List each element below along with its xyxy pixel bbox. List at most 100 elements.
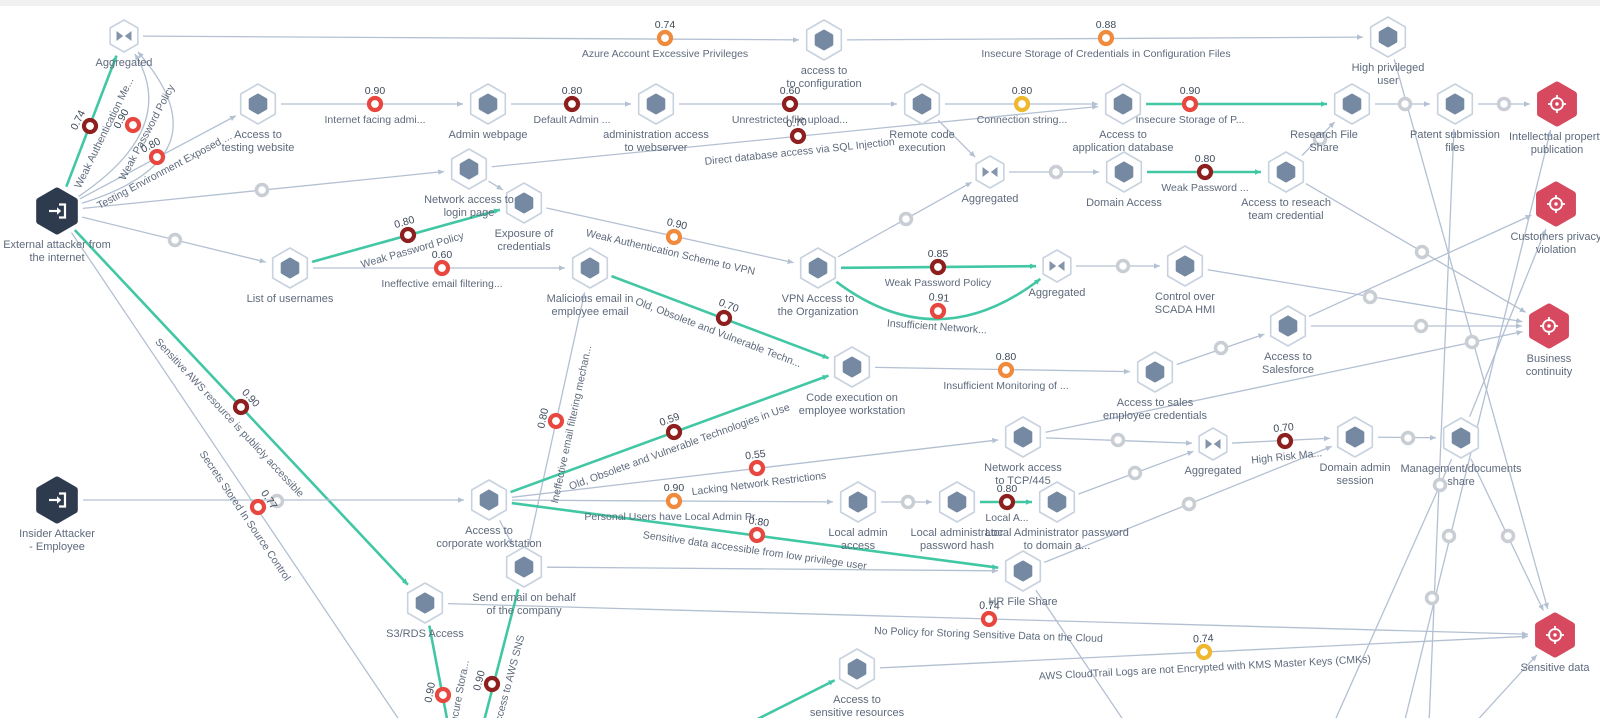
pass-through-dot [1397, 96, 1413, 112]
node-label-line: Customers privacy [1510, 231, 1600, 243]
edge-access-corp-ws-send-email [499, 520, 514, 546]
risk-dot[interactable] [1181, 95, 1199, 113]
risk-dot[interactable] [665, 228, 683, 246]
inner-hexagon [847, 658, 867, 680]
node-patent-files[interactable] [1436, 83, 1474, 125]
risk-dot[interactable] [656, 29, 674, 47]
node-label-line: Access to [465, 525, 513, 537]
inner-hexagon [1378, 26, 1398, 48]
risk-dot[interactable] [1013, 95, 1031, 113]
node-research-share[interactable] [1333, 83, 1371, 125]
node-label-insider: Insider Attacker- Employee [19, 528, 95, 553]
risk-dot[interactable] [980, 610, 998, 628]
node-label-line: Local admin [828, 527, 887, 539]
risk-dot[interactable] [366, 95, 384, 113]
risk-dot[interactable] [1097, 29, 1115, 47]
node-ext-attacker[interactable] [36, 187, 78, 235]
risk-dot[interactable] [665, 423, 683, 441]
risk-score: 0.55 [745, 448, 767, 462]
pass-through-dot [1496, 96, 1512, 112]
node-label-agg4: Aggregated [1185, 465, 1242, 477]
risk-dot[interactable] [715, 309, 733, 327]
risk-dot[interactable] [434, 686, 452, 704]
risk-dot[interactable] [789, 127, 807, 145]
edge-net-tcp445-business-continuity [1045, 330, 1523, 433]
node-vpn-access[interactable] [799, 247, 837, 289]
risk-score: 0.91 [928, 291, 949, 304]
node-sensitive-data[interactable] [1535, 612, 1575, 658]
node-control-scada[interactable] [1166, 245, 1204, 287]
node-label-line: login page [444, 207, 495, 219]
node-net-tcp445[interactable] [1004, 416, 1042, 458]
node-malicious-email[interactable] [571, 247, 609, 289]
risk-dot[interactable] [148, 148, 166, 166]
node-local-admin[interactable] [839, 481, 877, 523]
node-admin-webserver[interactable] [637, 83, 675, 125]
node-exposure-creds[interactable] [505, 182, 543, 224]
node-mgmt-share[interactable] [1442, 417, 1480, 459]
node-agg1[interactable] [109, 19, 139, 53]
node-code-exec-ws[interactable] [833, 346, 871, 388]
node-list-usernames[interactable] [271, 247, 309, 289]
node-access-sales-cred[interactable] [1136, 351, 1174, 393]
node-access-sensitive-res[interactable] [838, 648, 876, 690]
node-access-config[interactable] [805, 19, 843, 61]
node-send-email[interactable] [505, 546, 543, 588]
node-ip-publication[interactable] [1537, 81, 1577, 127]
node-remote-code[interactable] [903, 83, 941, 125]
node-agg2[interactable] [975, 155, 1005, 189]
risk-dot[interactable] [748, 526, 766, 544]
risk-dot[interactable] [1276, 432, 1294, 450]
node-agg3[interactable] [1042, 249, 1072, 283]
node-label-line: Network access to [424, 194, 514, 206]
node-business-continuity[interactable] [1529, 303, 1569, 349]
node-local-admin-hash[interactable] [938, 481, 976, 523]
risk-dot[interactable] [547, 412, 565, 430]
risk-dot[interactable] [249, 498, 267, 516]
node-label-line: Salesforce [1262, 364, 1314, 376]
node-customers-privacy[interactable] [1536, 181, 1576, 227]
risk-dot[interactable] [748, 459, 766, 477]
risk-dot[interactable] [929, 258, 947, 276]
risk-dot[interactable] [232, 398, 250, 416]
node-access-corp-ws[interactable] [470, 479, 508, 521]
node-label-line: External attacker from [3, 239, 111, 251]
node-insider[interactable] [36, 476, 78, 524]
risk-dot[interactable] [1195, 643, 1213, 661]
node-domain-admin-session[interactable] [1336, 416, 1374, 458]
risk-dot[interactable] [929, 302, 947, 320]
node-agg4[interactable] [1198, 427, 1228, 461]
risk-dot[interactable] [997, 361, 1015, 379]
risk-dot[interactable] [563, 95, 581, 113]
edge-label: Insecure Storage of Credentials in Confi… [981, 48, 1230, 60]
risk-dot[interactable] [124, 116, 142, 134]
node-admin-webpage[interactable] [469, 83, 507, 125]
risk-dot[interactable] [665, 492, 683, 510]
crosshair-glyph [1547, 195, 1565, 213]
node-access-research-cred[interactable] [1267, 151, 1305, 193]
risk-dot[interactable] [781, 95, 799, 113]
risk-dot[interactable] [399, 226, 417, 244]
node-high-priv[interactable] [1369, 16, 1407, 58]
node-net-login[interactable] [450, 148, 488, 190]
node-access-appdb[interactable] [1104, 83, 1142, 125]
risk-score: 0.74 [1193, 632, 1214, 645]
pass-through-dot [1500, 528, 1516, 544]
risk-dot[interactable] [483, 675, 501, 693]
node-local-admin-domain[interactable] [1038, 481, 1076, 523]
risk-score: 0.70 [1273, 421, 1295, 435]
risk-dot[interactable] [1196, 163, 1214, 181]
risk-dot[interactable] [81, 117, 99, 135]
node-hr-share[interactable] [1004, 550, 1042, 592]
risk-dot[interactable] [998, 493, 1016, 511]
node-label-line: continuity [1526, 366, 1573, 378]
node-s3-rds[interactable] [406, 582, 444, 624]
risk-dot[interactable] [433, 259, 451, 277]
node-domain-access[interactable] [1105, 151, 1143, 193]
node-access-salesforce[interactable] [1269, 305, 1307, 347]
risk-score: 0.60 [780, 85, 801, 97]
node-access-testing[interactable] [239, 83, 277, 125]
